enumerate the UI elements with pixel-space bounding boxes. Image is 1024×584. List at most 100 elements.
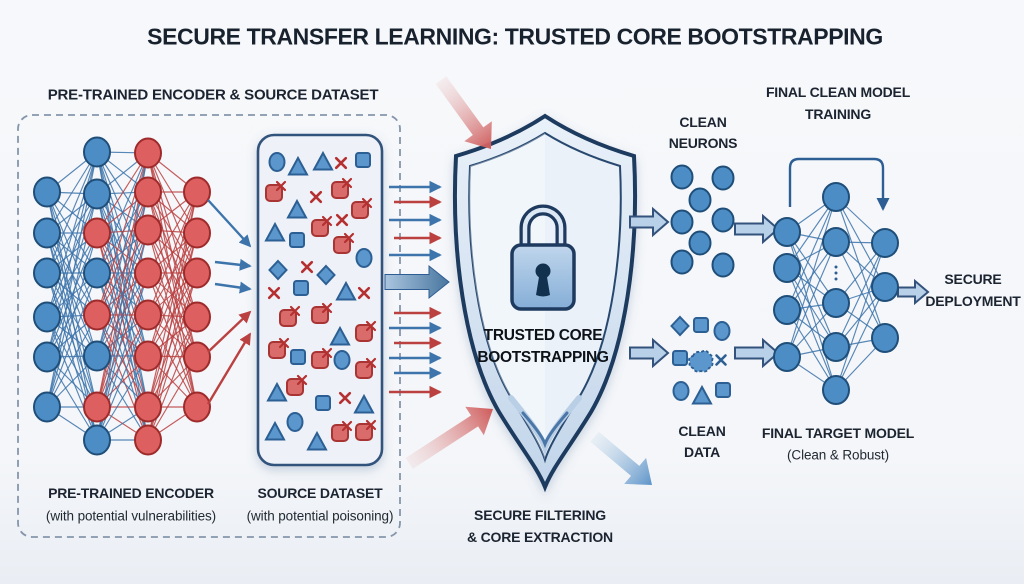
poison-x-icon [338, 391, 352, 405]
encoder-node [83, 424, 111, 456]
clean-neurons-label-line1: CLEAN [679, 114, 727, 130]
ellipsis-dot [834, 271, 838, 275]
encoder-edge [147, 191, 198, 357]
encoder-node [134, 214, 162, 246]
poison-x-icon [296, 374, 308, 386]
final-model-edge [786, 231, 837, 348]
final-model-node [871, 272, 899, 302]
data-square [693, 317, 709, 333]
encoder-edge [46, 272, 98, 358]
poison-x-icon [321, 302, 333, 314]
flow-block-arrow [734, 337, 780, 369]
flow-block-arrow [897, 278, 930, 306]
encoder-subcaption: (with potential vulnerabilities) [45, 508, 217, 524]
final-model-edge [835, 242, 886, 348]
encoder-edge [147, 272, 198, 408]
training-label-line1: FINAL CLEAN MODEL [765, 84, 911, 100]
blue-x-icon [715, 354, 727, 366]
dataset-to-shield-arrows [389, 180, 442, 399]
attack-arrow [405, 406, 493, 469]
source-dataset-shapes [264, 150, 377, 451]
encoder-node [83, 257, 111, 289]
encoder-edge [46, 151, 98, 318]
poison-x-icon [275, 180, 287, 192]
poison-x-icon [365, 320, 377, 332]
poison-x-icon [361, 197, 373, 209]
encoder-node [134, 137, 162, 169]
final-model-edge [835, 242, 886, 391]
final-model-edge [835, 286, 886, 391]
data-circle [713, 321, 731, 341]
data-triangle [264, 221, 286, 242]
encoder-edge [147, 232, 198, 357]
encoder-node [183, 341, 211, 373]
ellipsis-dot [834, 265, 838, 269]
flow-block-arrow [629, 337, 670, 369]
clean-neuron [670, 249, 694, 275]
data-circle [355, 248, 373, 268]
encoder-node [183, 176, 211, 208]
poison-x-icon [267, 286, 281, 300]
encoder-node [83, 299, 111, 331]
data-square [715, 382, 731, 398]
clean-neuron [670, 164, 694, 190]
data-square [355, 152, 371, 168]
final-model-node [773, 342, 801, 372]
final-model-node [822, 288, 850, 318]
encoder-out-arrow [206, 332, 252, 405]
final-target-model-network [773, 182, 899, 405]
encoder-edge [46, 151, 98, 274]
data-triangle [353, 393, 375, 414]
data-triangle [266, 381, 288, 402]
final-model-node [871, 323, 899, 353]
encoder-edge [96, 272, 149, 408]
encoder-edge [96, 229, 149, 357]
data-square [293, 280, 309, 296]
pretrained-encoder-network [33, 136, 211, 456]
encoder-edge [96, 152, 149, 234]
poison-x-icon [278, 337, 290, 349]
clean-neuron [670, 209, 694, 235]
final-model-edge [786, 196, 837, 358]
data-diamond [316, 264, 336, 286]
poison-x-icon [309, 190, 323, 204]
data-triangle [691, 384, 713, 405]
encoder-edge [147, 191, 198, 274]
poison-x-icon [341, 177, 353, 189]
lock-shackle-fill [522, 207, 564, 247]
deployment-label-line2: DEPLOYMENT [925, 293, 1021, 309]
clean-data-label-line1: CLEAN [678, 423, 726, 439]
lock-keyhole [535, 263, 551, 279]
poison-x-icon [334, 156, 348, 170]
final-model-edge [786, 241, 837, 358]
encoder-node [33, 176, 61, 208]
dataset-subcaption: (with potential poisoning) [246, 508, 394, 524]
data-diamond [670, 315, 690, 337]
filtering-caption-line2: & CORE EXTRACTION [467, 529, 613, 545]
final-model-node [773, 253, 801, 283]
encoder-edge [147, 356, 198, 441]
final-model-edge [786, 309, 837, 391]
encoder-node [183, 217, 211, 249]
encoder-edge [147, 316, 198, 408]
encoder-node [134, 424, 162, 456]
encoder-node [33, 301, 61, 333]
encoder-node [83, 178, 111, 210]
encoder-output-arrows [206, 199, 252, 405]
encoder-node [83, 136, 111, 168]
poison-x-icon [321, 347, 333, 359]
clean-neuron [711, 165, 735, 191]
encoder-node [183, 257, 211, 289]
dataset-caption: SOURCE DATASET [257, 485, 383, 501]
poison-x-icon [321, 215, 333, 227]
final-model-edge [786, 267, 837, 348]
lock-keyhole-stem [536, 277, 550, 297]
data-blob [688, 349, 714, 373]
data-square [672, 350, 688, 366]
left-section-header: PRE-TRAINED ENCODER & SOURCE DATASET [47, 86, 379, 104]
final-model-edge [835, 241, 886, 339]
page-title: SECURE TRANSFER LEARNING: TRUSTED CORE B… [147, 23, 883, 50]
encoder-node [134, 176, 162, 208]
lock-icon [510, 204, 576, 311]
